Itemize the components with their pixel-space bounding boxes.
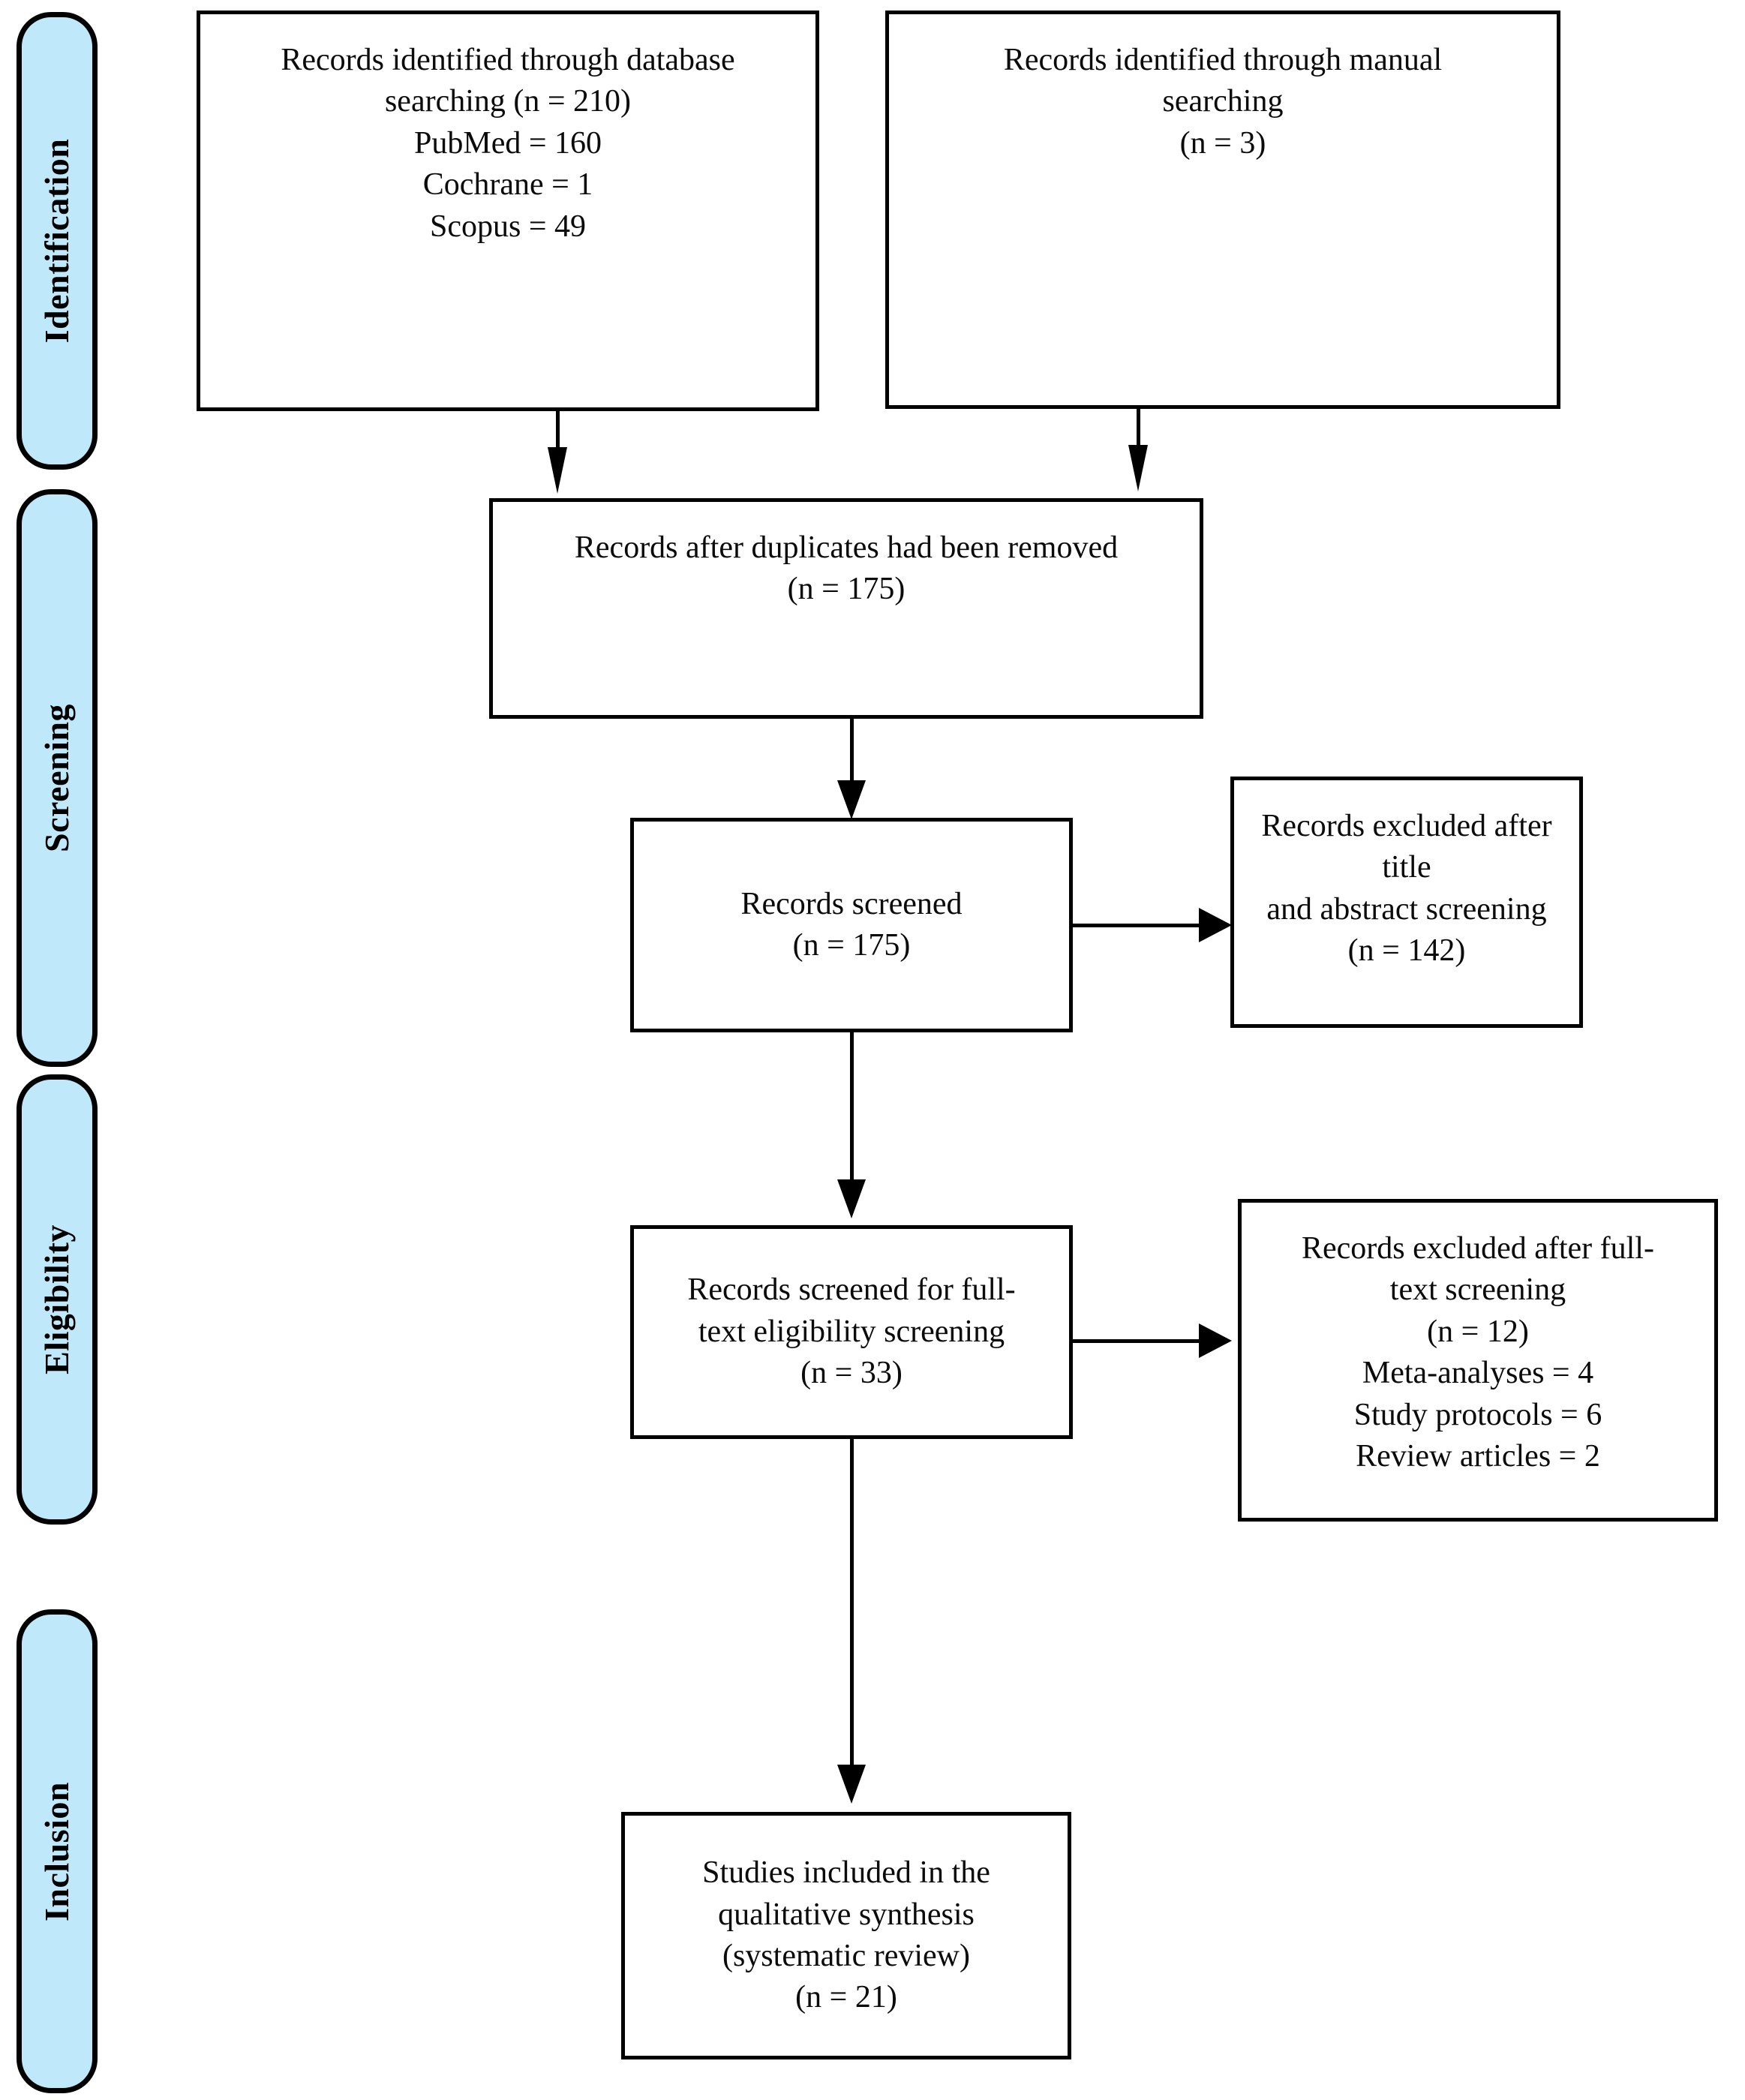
box-excluded-fulltext-text: Records excluded after full- text screen… — [1302, 1231, 1654, 1474]
stage-bar-identification: Identification — [17, 12, 98, 470]
stage-label-inclusion: Inclusion — [38, 1781, 76, 1921]
connector-manual-to-duplicates — [1137, 409, 1140, 448]
connector-fulltext-to-included — [850, 1439, 854, 1769]
stage-bar-screening: Screening — [17, 489, 98, 1067]
connector-screened-to-fulltext — [850, 1032, 854, 1182]
box-duplicates-removed-text: Records after duplicates had been remove… — [574, 530, 1119, 607]
box-manual-search: Records identified through manual search… — [885, 11, 1560, 409]
arrowhead-database-to-duplicates — [548, 447, 567, 494]
box-database-search-text: Records identified through database sear… — [281, 43, 735, 244]
box-studies-included: Studies included in the qualitative synt… — [621, 1812, 1071, 2059]
arrowhead-manual-to-duplicates — [1128, 445, 1148, 491]
arrowhead-fulltext-to-included — [837, 1765, 866, 1804]
arrowhead-duplicates-to-screened — [837, 780, 866, 819]
arrowhead-screened-to-fulltext — [837, 1179, 866, 1218]
box-studies-included-text: Studies included in the qualitative synt… — [702, 1855, 990, 2015]
box-duplicates-removed: Records after duplicates had been remove… — [489, 498, 1203, 719]
box-database-search: Records identified through database sear… — [197, 11, 819, 411]
box-fulltext-eligibility: Records screened for full- text eligibil… — [630, 1225, 1073, 1439]
stage-label-screening: Screening — [38, 704, 76, 852]
box-excluded-fulltext: Records excluded after full- text screen… — [1238, 1199, 1718, 1522]
connector-fulltext-to-excluded-fulltext — [1073, 1339, 1202, 1343]
connector-database-to-duplicates — [556, 411, 560, 450]
box-records-screened: Records screened (n = 175) — [630, 818, 1073, 1032]
connector-duplicates-to-screened — [850, 719, 854, 785]
stage-bar-inclusion: Inclusion — [17, 1609, 98, 2093]
connector-screened-to-excluded-title — [1073, 924, 1202, 927]
box-fulltext-eligibility-text: Records screened for full- text eligibil… — [687, 1272, 1016, 1391]
arrowhead-screened-to-excluded-title — [1199, 908, 1232, 942]
box-manual-search-text: Records identified through manual search… — [1003, 43, 1443, 161]
box-excluded-title-abstract-text: Records excluded after title and abstrac… — [1261, 809, 1552, 969]
box-records-screened-text: Records screened (n = 175) — [740, 886, 963, 963]
stage-label-identification: Identification — [38, 138, 76, 344]
box-excluded-title-abstract: Records excluded after title and abstrac… — [1230, 777, 1583, 1028]
stage-bar-eligibility: Eligibility — [17, 1074, 98, 1525]
arrowhead-fulltext-to-excluded-fulltext — [1199, 1323, 1232, 1358]
stage-label-eligibility: Eligibility — [38, 1224, 76, 1374]
